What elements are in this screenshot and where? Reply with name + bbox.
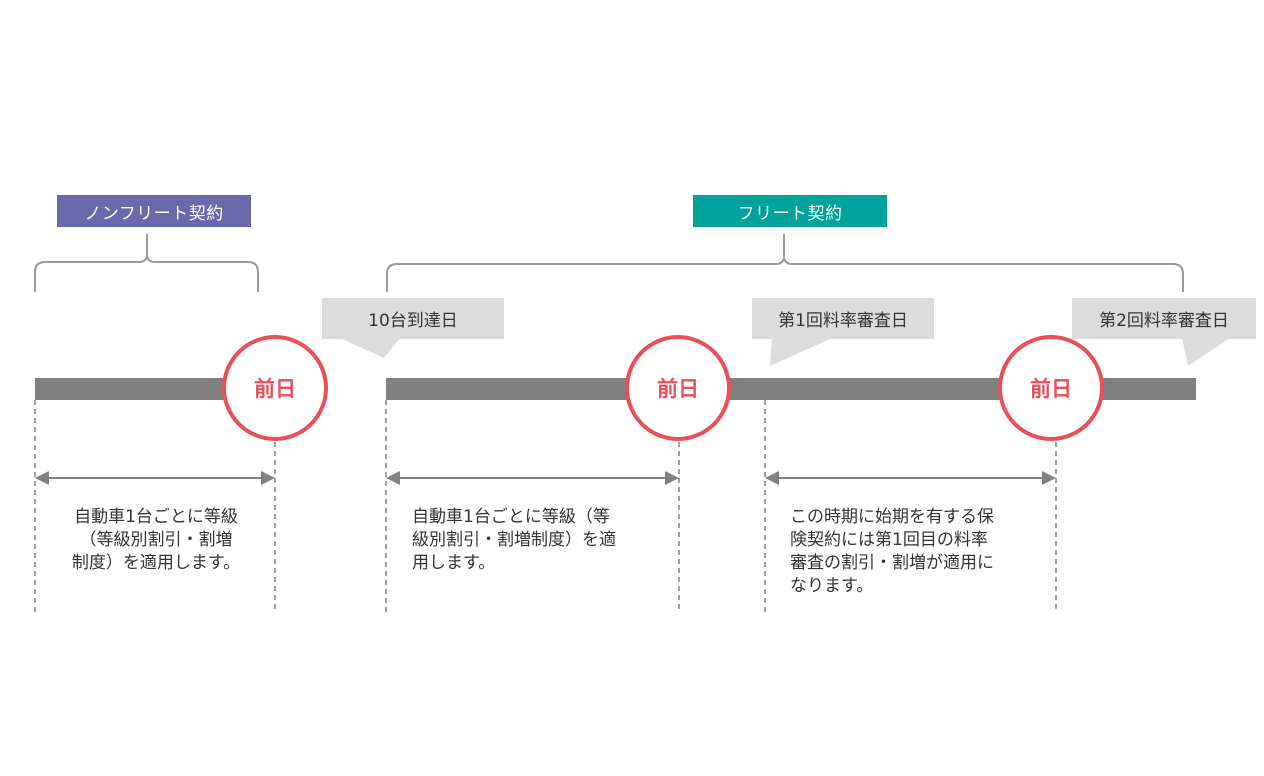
description-line: 自動車1台ごとに等級（等: [412, 507, 610, 527]
nonfleet-day-before-marker: [222, 335, 328, 441]
nonfleet-timeline-bar: [35, 378, 245, 400]
reach10-callout-pointer: [340, 338, 400, 358]
review1-callout: 第1回料率審査日: [752, 298, 934, 339]
fleet-review-description: この時期に始期を有する保 険契約には第1回目の料率 審査の割引・割増が適用に な…: [790, 506, 1052, 598]
fleet-day-before-marker-2: [998, 335, 1104, 441]
arrowhead-left: [765, 471, 779, 485]
description-line: なります。: [790, 576, 874, 596]
reach10-callout: 10台到達日: [322, 298, 504, 339]
nonfleet-contract-label: ノンフリート契約: [57, 195, 251, 227]
fleet-contract-label: フリート契約: [693, 195, 887, 227]
nonfleet-description: 自動車1台ごとに等級 （等級別割引・割増 制度）を適用します。: [40, 506, 272, 575]
description-line: 自動車1台ごとに等級: [74, 507, 238, 527]
arrowhead-left: [35, 471, 49, 485]
day-before-label: 前日: [1030, 377, 1072, 401]
fleet-day-before-marker-1: [625, 335, 731, 441]
arrowhead-left: [386, 471, 400, 485]
review2-callout-pointer: [1182, 338, 1230, 366]
fleet-first-description: 自動車1台ごとに等級（等 級別割引・割増制度）を適 用します。: [412, 506, 674, 575]
review1-callout-pointer: [770, 338, 832, 366]
description-line: 制度）を適用します。: [71, 553, 241, 573]
description-line: （等級別割引・割増: [79, 530, 233, 550]
day-before-label: 前日: [657, 377, 699, 401]
description-line: 用します。: [412, 553, 496, 573]
day-before-label: 前日: [254, 377, 296, 401]
fleet-brace: [386, 234, 1184, 292]
review2-callout: 第2回料率審査日: [1072, 298, 1256, 339]
arrowhead-right: [261, 471, 275, 485]
fleet-timeline-bar: [386, 378, 1196, 400]
description-line: 級別割引・割増制度）を適: [412, 530, 616, 550]
arrowhead-right: [1042, 471, 1056, 485]
nonfleet-brace: [34, 234, 259, 292]
description-line: 険契約には第1回目の料率: [790, 530, 988, 550]
description-line: この時期に始期を有する保: [790, 507, 994, 527]
description-line: 審査の割引・割増が適用に: [790, 553, 994, 573]
arrowhead-right: [665, 471, 679, 485]
